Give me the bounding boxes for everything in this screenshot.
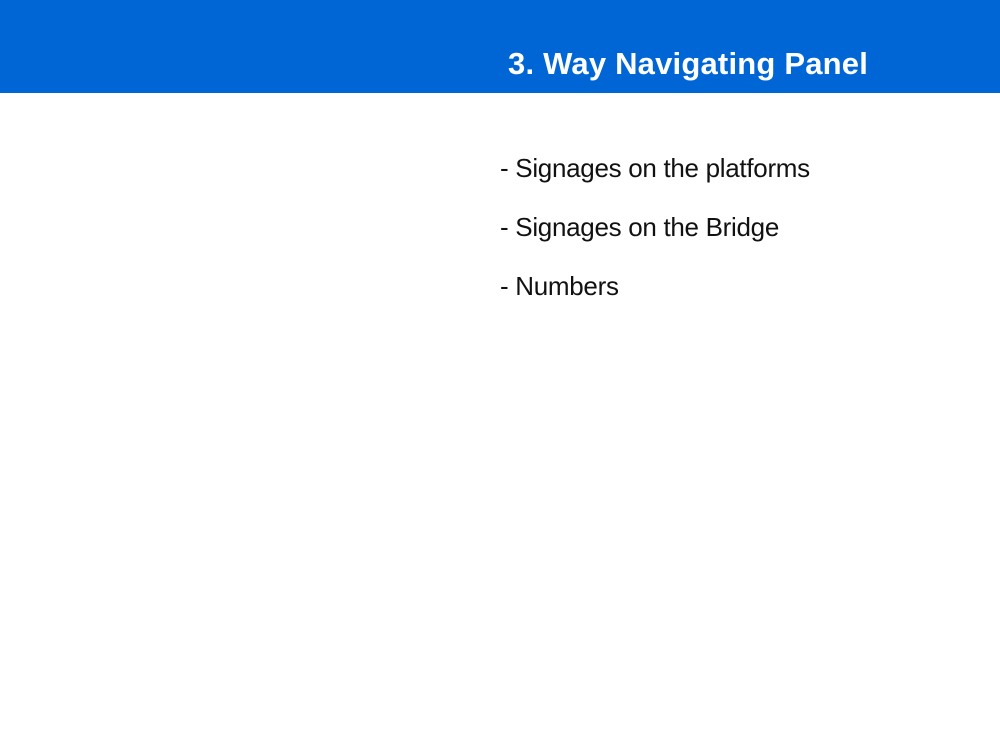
bullet-list: - Signages on the platforms - Signages o… [500,150,810,327]
slide-title: 3. Way Navigating Panel [508,46,869,81]
header-bar: 3. Way Navigating Panel [0,0,1000,93]
bullet-item-platform-signages: - Signages on the platforms [500,153,810,183]
bullet-item-numbers: - Numbers [500,271,619,301]
bullet-item-bridge-signages: - Signages on the Bridge [500,212,779,242]
